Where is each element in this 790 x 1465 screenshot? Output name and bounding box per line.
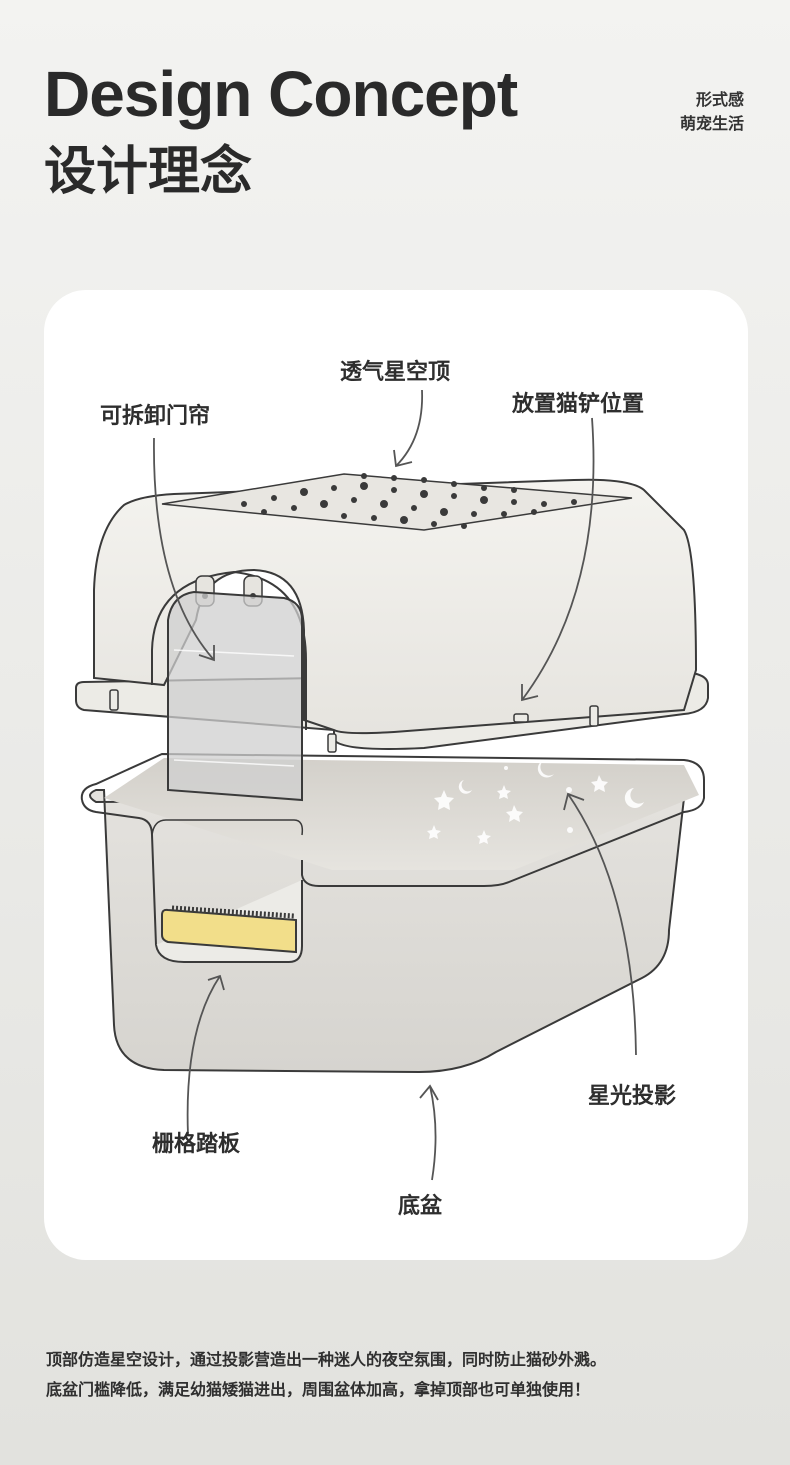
leader-lines	[153, 389, 637, 1181]
label-base-tray: 底盆	[398, 1194, 443, 1219]
description-line-2: 底盆门槛降低，满足幼猫矮猫进出，周围盆体加高，拿掉顶部也可单独使用！	[46, 1380, 591, 1399]
title-english: Design Concept	[44, 58, 518, 130]
tag-line-1: 形式感	[695, 90, 744, 109]
label-top-vent: 透气星空顶	[340, 360, 451, 385]
base-tray	[80, 752, 705, 1074]
grid-pedal-shape	[161, 905, 297, 954]
vent-holes	[241, 473, 577, 529]
label-grid-pedal: 栅格踏板	[152, 1132, 241, 1157]
tag-line-2: 萌宠生活	[679, 114, 744, 133]
product-card: 透气星空顶 可拆卸门帘 放置猫铲位置 星光投影 栅格踏板 底盆	[44, 290, 748, 1260]
litter-box-illustration	[75, 389, 709, 1181]
lid	[75, 473, 709, 802]
label-door-curtain: 可拆卸门帘	[100, 404, 211, 429]
description-line-1: 顶部仿造星空设计，通过投影营造出一种迷人的夜空氛围，同时防止猫砂外溅。	[46, 1350, 607, 1369]
label-star-projection: 星光投影	[588, 1084, 677, 1109]
star-projection-marks	[427, 760, 644, 844]
label-scoop-position: 放置猫铲位置	[512, 392, 645, 417]
title-chinese: 设计理念	[44, 142, 253, 202]
